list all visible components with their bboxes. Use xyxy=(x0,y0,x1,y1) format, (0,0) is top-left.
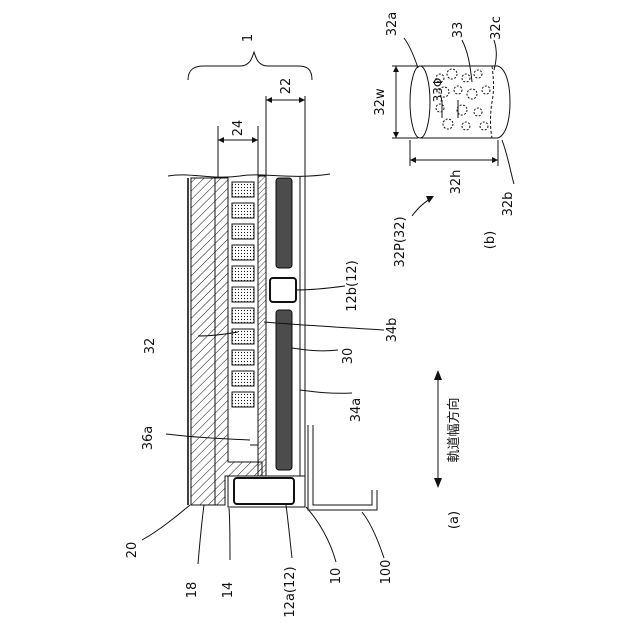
label-36a: 36a xyxy=(141,426,156,451)
block-32 xyxy=(232,245,254,260)
bracket-100 xyxy=(313,425,372,505)
label-32: 32 xyxy=(143,338,158,355)
leader-18 xyxy=(198,505,204,564)
blocks-32 xyxy=(232,182,254,407)
caption-b: (b) xyxy=(483,231,498,249)
direction-label: 軌道幅方向 xyxy=(446,397,462,462)
block-32 xyxy=(232,224,254,239)
tube-12a xyxy=(234,478,294,504)
label-32p: 32P(32) xyxy=(393,216,408,267)
label-32a: 32a xyxy=(385,12,400,37)
caption-a: (a) xyxy=(447,511,462,529)
break-line xyxy=(168,174,330,177)
leader-12b xyxy=(296,286,345,290)
label-10: 10 xyxy=(329,568,344,585)
leader-10 xyxy=(306,507,336,562)
leader-34a xyxy=(300,390,352,393)
label-24: 24 xyxy=(231,120,246,137)
leader-100 xyxy=(362,512,384,558)
wall-30 xyxy=(258,176,266,476)
cylinder-end-32b xyxy=(498,66,510,138)
label-1: 1 xyxy=(241,34,256,42)
block-32 xyxy=(232,266,254,281)
leader-32a xyxy=(404,38,418,68)
block-32 xyxy=(232,392,254,407)
label-22: 22 xyxy=(279,78,294,95)
label-32w: 32w xyxy=(373,88,388,116)
label-100: 100 xyxy=(379,560,394,585)
block-32 xyxy=(232,203,254,218)
divider-32c xyxy=(491,66,494,138)
bracket-100-outer xyxy=(308,425,377,510)
label-34b: 34b xyxy=(385,318,400,343)
leader-32b xyxy=(502,140,514,184)
leader-33 xyxy=(462,40,472,82)
block-32 xyxy=(232,182,254,197)
brace-1 xyxy=(188,52,312,80)
label-32b: 32b xyxy=(501,192,516,217)
label-18: 18 xyxy=(185,582,200,599)
label-30: 30 xyxy=(341,348,356,365)
arrow-32p-head xyxy=(426,196,434,203)
leader-14 xyxy=(229,508,230,560)
label-12b: 12b(12) xyxy=(345,260,360,311)
layer-18 xyxy=(191,178,215,505)
bar-34a xyxy=(276,310,292,470)
label-33phi: 33Φ xyxy=(431,78,445,103)
leader-20 xyxy=(142,505,190,540)
block-32 xyxy=(232,371,254,386)
label-32h: 32h xyxy=(449,170,464,195)
label-14: 14 xyxy=(221,582,236,599)
leader-30 xyxy=(292,348,338,351)
block-32 xyxy=(232,329,254,344)
bar-34b xyxy=(276,178,292,268)
leader-12a xyxy=(286,505,292,558)
label-34a: 34a xyxy=(349,398,364,423)
label-33: 33 xyxy=(451,22,466,39)
block-32 xyxy=(232,308,254,323)
cylinder-end-32a xyxy=(410,66,430,138)
block-32 xyxy=(232,350,254,365)
label-32c: 32c xyxy=(489,16,504,40)
tube-12b xyxy=(270,278,296,302)
block-32 xyxy=(232,287,254,302)
part-b-block-detail: 32a 33 32c 32w 33Φ 32h 32b 32P(32) (b) xyxy=(373,12,516,268)
label-12a: 12a(12) xyxy=(283,566,298,617)
label-20: 20 xyxy=(125,542,140,559)
